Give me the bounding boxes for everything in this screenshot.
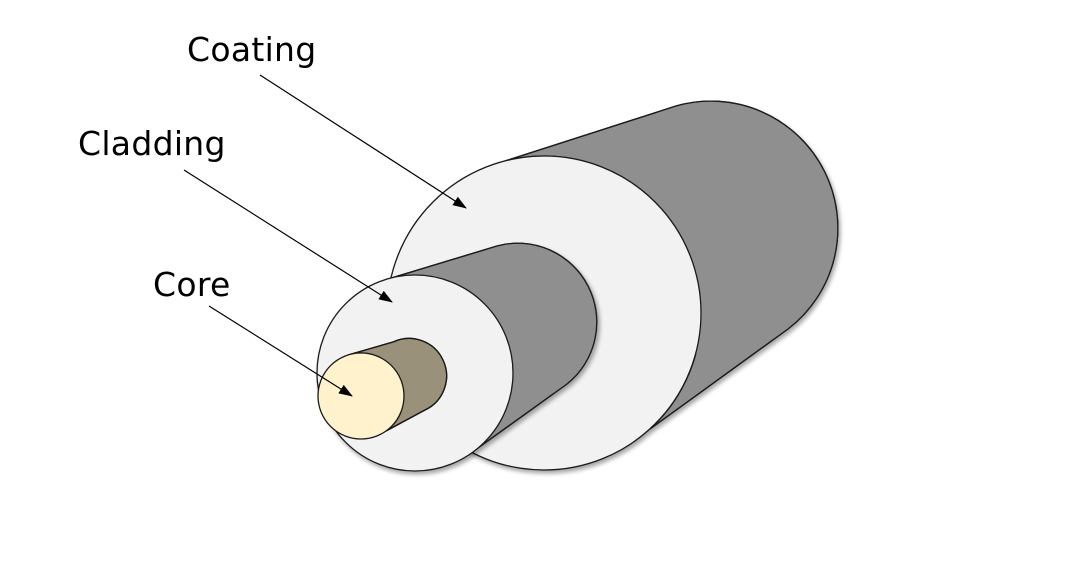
cladding-label: Cladding bbox=[78, 124, 226, 163]
coating-arrow bbox=[259, 74, 467, 209]
cladding-back-rim bbox=[496, 242, 598, 385]
coating-back-rim bbox=[675, 100, 839, 330]
core-layer bbox=[317, 337, 448, 440]
core-label: Core bbox=[153, 265, 231, 304]
core-back-rim bbox=[392, 337, 448, 411]
core-arrow bbox=[208, 305, 353, 397]
coating-label: Coating bbox=[187, 30, 317, 69]
coating-side-lines bbox=[504, 105, 789, 430]
cladding-arrow bbox=[183, 169, 393, 303]
core-front-face bbox=[317, 352, 405, 440]
cladding-side-lines bbox=[387, 245, 568, 454]
